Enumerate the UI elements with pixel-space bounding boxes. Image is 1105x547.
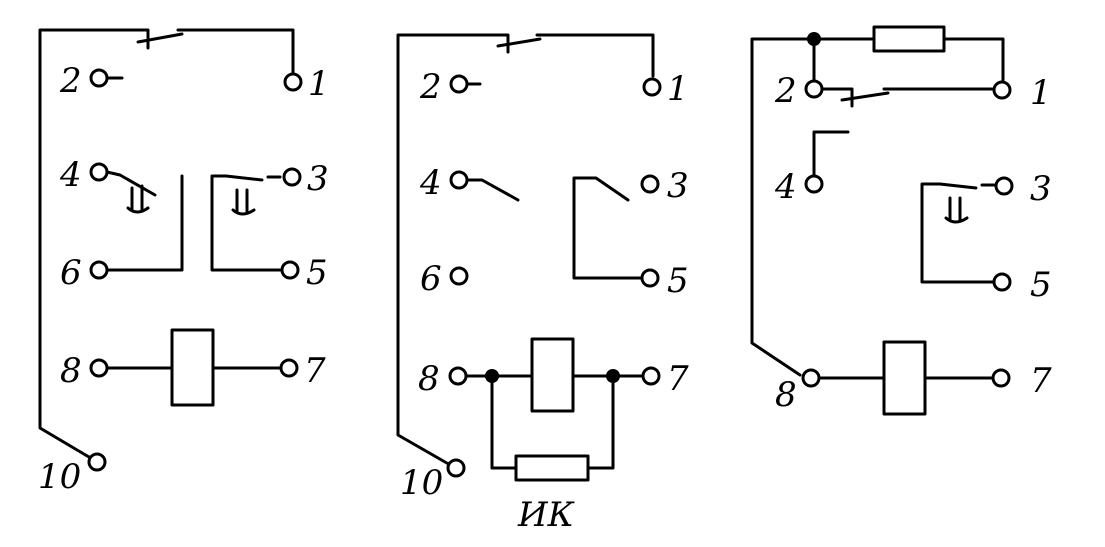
terminal-2 [804, 79, 824, 99]
terminal-6 [449, 266, 469, 286]
label-5: 5 [306, 253, 328, 293]
label-6: 6 [420, 259, 442, 299]
mechanical-link [944, 196, 969, 224]
terminal-5 [280, 260, 300, 280]
label-10: 10 [400, 463, 443, 503]
label-1: 1 [667, 69, 689, 109]
label-4: 4 [419, 163, 442, 203]
terminal-8 [89, 358, 109, 378]
contact-4 [812, 130, 850, 178]
label-2: 2 [59, 61, 82, 101]
label-3: 3 [1030, 169, 1052, 209]
junction-right [606, 369, 620, 383]
terminal-8 [448, 366, 468, 386]
junction-left [485, 369, 499, 383]
relay-diagram-left: 1 2 3 4 5 6 7 8 10 [38, 28, 330, 497]
terminal-4 [449, 170, 469, 190]
label-8: 8 [418, 359, 440, 399]
label-3: 3 [307, 159, 329, 199]
terminal-5 [992, 272, 1012, 292]
label-7: 7 [304, 351, 326, 391]
label-5: 5 [667, 261, 689, 301]
relay-coil [882, 340, 927, 416]
contact-3-5 [210, 174, 282, 272]
relay-coil [170, 328, 215, 407]
label-2: 2 [774, 71, 797, 111]
terminal-6 [89, 260, 109, 280]
parallel-resistor-wires [490, 374, 615, 470]
terminal-5 [640, 268, 660, 288]
terminal-10 [87, 452, 107, 472]
terminal-7 [991, 368, 1011, 388]
terminal-4 [804, 174, 824, 194]
contact-4-6 [105, 170, 184, 272]
relay-diagram-right: 1 2 3 4 5 7 8 [750, 25, 1052, 416]
terminal-7 [641, 366, 661, 386]
wire-10-to-1 [396, 33, 655, 468]
label-3: 3 [667, 166, 689, 206]
label-10: 10 [38, 457, 81, 497]
label-8: 8 [775, 375, 797, 415]
contact-3-5 [572, 176, 643, 280]
terminal-7 [279, 358, 299, 378]
terminal-2 [89, 68, 109, 88]
series-resistor [872, 25, 946, 53]
wire-10-to-1 [38, 28, 295, 462]
label-1: 1 [308, 64, 330, 104]
label-7: 7 [667, 359, 689, 399]
label-4: 4 [774, 167, 797, 207]
contact-3-5 [920, 182, 996, 284]
terminal-4 [89, 162, 109, 182]
terminal-3 [994, 176, 1014, 196]
label-1: 1 [1030, 73, 1052, 113]
terminal-10 [446, 458, 466, 478]
resistor-label: ИК [517, 495, 576, 535]
relay-diagram-middle: 1 2 3 4 5 6 7 8 10 ИК [396, 33, 689, 535]
contact-4 [466, 178, 520, 202]
mechanical-link-right [231, 188, 256, 216]
resistor-ik [514, 454, 590, 482]
terminal-1 [992, 80, 1012, 100]
relay-coil [530, 337, 575, 413]
terminal-2 [449, 74, 469, 94]
label-6: 6 [60, 253, 82, 293]
contact-2-1 [820, 87, 994, 108]
label-8: 8 [60, 351, 82, 391]
terminal-8 [801, 368, 821, 388]
label-2: 2 [419, 67, 442, 107]
terminal-1 [283, 72, 303, 92]
terminal-3 [640, 174, 660, 194]
label-5: 5 [1030, 265, 1052, 305]
terminal-3 [282, 167, 302, 187]
mechanical-link-left [126, 184, 150, 214]
label-7: 7 [1030, 361, 1052, 401]
label-4: 4 [59, 155, 82, 195]
terminal-1 [642, 77, 662, 97]
